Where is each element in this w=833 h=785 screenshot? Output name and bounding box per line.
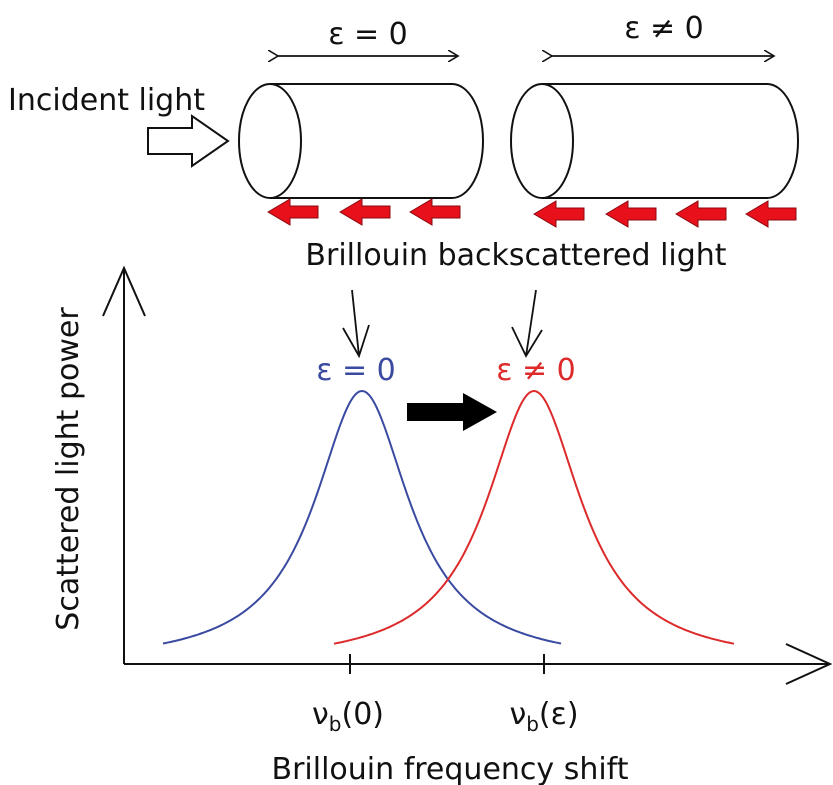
shift-arrow (407, 393, 497, 431)
x-axis-title: Brillouin frequency shift (272, 752, 629, 785)
fiber-left (238, 83, 484, 199)
y-axis-title: Scattered light power (51, 307, 86, 631)
backscatter-arrows-right (533, 200, 797, 228)
red-arrow-right-2 (605, 200, 657, 228)
pointer-arrow-left (342, 289, 370, 359)
fiber-section: ε = 0 ε ≠ 0 Incident light Brillouin bac… (8, 11, 799, 273)
incident-light-label: Incident light (8, 83, 205, 118)
red-arrow-right-1 (533, 200, 585, 228)
tick-label-vb0: νb(0) (312, 697, 384, 736)
backscatter-arrows-left (267, 198, 461, 226)
peak-label-eps-nonzero: ε ≠ 0 (496, 353, 576, 388)
fiber-right (510, 83, 799, 199)
peak-label-eps-zero: ε = 0 (316, 353, 396, 388)
backscattered-label: Brillouin backscattered light (305, 238, 726, 273)
x-axis-arrowhead (785, 643, 833, 685)
red-arrow-left-2 (339, 198, 391, 226)
red-arrow-right-4 (745, 200, 797, 228)
spectrum-plot: ε = 0 ε ≠ 0 νb(0) νb(ε) Brillouin freque… (51, 265, 833, 785)
red-arrow-left-1 (267, 198, 319, 226)
eps-nonzero-label: ε ≠ 0 (624, 11, 704, 46)
pointer-arrow-right (511, 289, 543, 358)
red-arrow-left-3 (409, 198, 461, 226)
tick-label-vbeps: νb(ε) (509, 697, 578, 736)
incident-light-arrow (147, 114, 230, 168)
red-arrow-right-3 (675, 200, 727, 228)
eps-zero-label: ε = 0 (328, 17, 408, 52)
curve-eps-zero (162, 390, 562, 645)
curve-eps-nonzero (333, 389, 735, 645)
y-axis-arrowhead (102, 265, 146, 317)
